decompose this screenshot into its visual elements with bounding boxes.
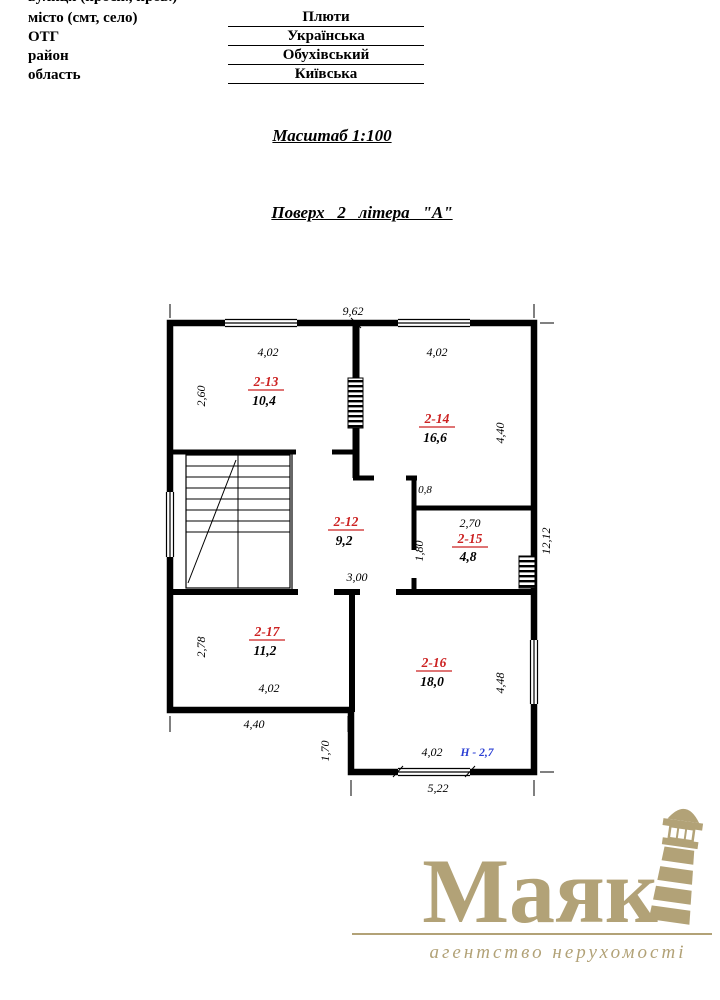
room-height: 1,80 (412, 541, 426, 562)
room-area: 4,8 (459, 549, 477, 564)
lighthouse-icon (648, 809, 704, 925)
room-area: 18,0 (420, 674, 444, 689)
room-height: 4,40 (493, 423, 507, 444)
room-2-12: 2-12 9,2 3,00 0,8 (328, 484, 432, 584)
room-id: 2-14 (424, 411, 450, 426)
logo-tagline: агентство нерухомості (430, 942, 687, 963)
dim-overall-top: 9,62 (343, 304, 364, 318)
room-id: 2-16 (421, 655, 447, 670)
dim-left-step: 1,70 (318, 741, 332, 762)
scale-title: Масштаб 1:100 (272, 126, 392, 145)
room-2-15: 2-15 4,8 2,70 1,80 (412, 516, 488, 564)
opening-width: 0,8 (418, 484, 432, 496)
room-width: 4,02 (422, 745, 443, 759)
overall-dimensions: 9,62 12,12 5,22 4,40 1,70 (244, 304, 554, 795)
logo-brand-text: Маяк (422, 840, 658, 942)
address-header: вулиця (просп., пров.) місто (смт, село)… (0, 0, 720, 85)
field-label-district: район (28, 48, 69, 64)
field-value-otg: Українська (228, 28, 424, 46)
room-area: 16,6 (423, 430, 447, 445)
room-id: 2-17 (254, 624, 281, 639)
room-width: 2,70 (460, 516, 481, 530)
room-2-14: 2-14 16,6 4,02 4,40 (419, 345, 507, 445)
room-height: 4,48 (493, 673, 507, 694)
room-area: 11,2 (254, 643, 277, 658)
clipped-top-row-label: вулиця (просп., пров.) (28, 0, 177, 6)
field-label-region: область (28, 67, 81, 83)
dimension-ticks (169, 304, 554, 796)
room-height: 2,78 (194, 637, 208, 658)
room-height: 2,60 (194, 386, 208, 407)
window-symbols (164, 317, 540, 778)
ceiling-height-note: Н - 2,7 (460, 747, 495, 759)
field-row-otg: ОТГ Українська (0, 28, 720, 47)
room-width: 4,02 (259, 681, 280, 695)
field-label-otg: ОТГ (28, 29, 60, 45)
field-value-region: Київська (228, 66, 424, 84)
field-value-city: Плюти (228, 9, 424, 27)
room-width: 4,02 (258, 345, 279, 359)
room-area: 9,2 (336, 533, 353, 548)
interior-walls (167, 323, 537, 712)
room-width: 4,02 (427, 345, 448, 359)
room-id: 2-12 (333, 514, 359, 529)
staircase (185, 454, 291, 589)
field-row-city: місто (смт, село) Плюти (0, 9, 720, 28)
vent-shaft-symbols (347, 377, 536, 589)
room-id: 2-13 (253, 374, 279, 389)
field-row-district: район Обухівський (0, 47, 720, 66)
clipped-top-row: вулиця (просп., пров.) (0, 0, 720, 9)
room-area: 10,4 (252, 393, 276, 408)
dim-bottom-left: 4,40 (244, 717, 265, 731)
dim-overall-bottom: 5,22 (428, 781, 449, 795)
room-id: 2-15 (457, 531, 483, 546)
field-value-district: Обухівський (228, 47, 424, 65)
floor-title: Поверх 2 літера "А" (271, 203, 453, 222)
room-2-17: 2-17 11,2 2,78 4,02 (194, 624, 285, 695)
field-row-region: область Київська (0, 66, 720, 85)
room-width: 3,00 (346, 570, 368, 584)
dim-overall-right: 12,12 (539, 528, 553, 555)
field-label-city: місто (смт, село) (28, 10, 138, 26)
agency-logo: Маяк агентство нерухомості (352, 809, 712, 963)
room-2-16: 2-16 18,0 4,48 4,02 Н - 2,7 (416, 655, 507, 759)
room-2-13: 2-13 10,4 4,02 2,60 (194, 345, 284, 408)
exterior-walls (166, 319, 538, 776)
